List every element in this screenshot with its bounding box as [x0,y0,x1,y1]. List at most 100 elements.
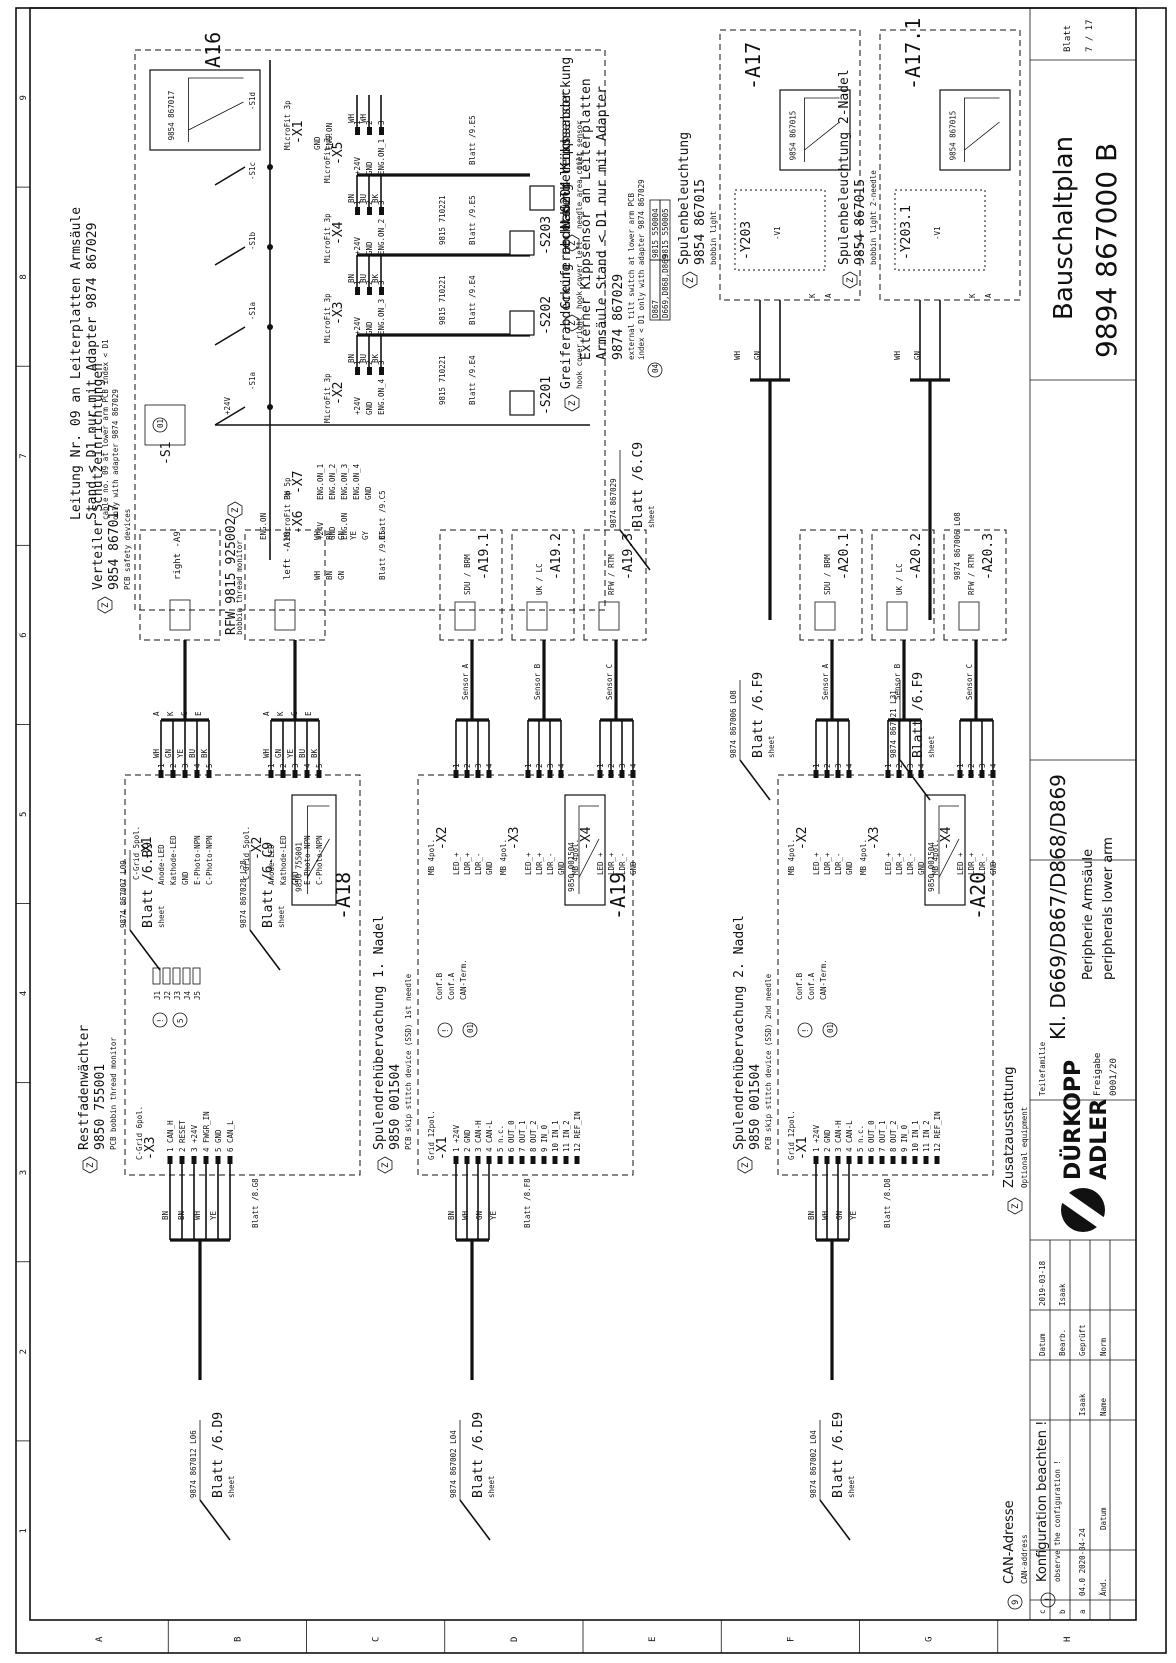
a19-ssd-needle-1-sensor-pin: LDR_+ [535,852,544,875]
pin [367,207,372,215]
a16-wire-color: BK [371,273,380,283]
a19-ssd-needle-1-x1-pin: 11 IN_2 [562,1120,571,1152]
pin [464,770,470,778]
a18-x3-pin: 6 CAN_L [226,1120,235,1152]
col-label: 5 [19,812,29,817]
circle [647,362,663,378]
a20-ssd-needle-2-sensor-pin: GND [845,861,854,875]
z-glyph: Z [686,277,696,283]
a19-ssd-needle-1-sensor-label: SDU / BRM [463,554,472,595]
legend-config-label: Konfiguration beachten ! [1035,1421,1050,1582]
pin [813,1156,819,1164]
a20-ssd-needle-2-conf: CAN-Term. [819,959,828,1000]
cable-sheet: Blatt /6.C9 [631,442,646,528]
hexagon [564,394,580,412]
rev-a-name: Isaak [1078,1393,1087,1416]
cable-number: 9874 867012 L06 [189,1430,198,1498]
bobbin-led-frame [894,189,986,271]
pin [167,1156,173,1164]
cable-sheet-sub: sheet [487,1475,496,1498]
a16-title: Verteiler Schutzeinrichtungen [91,363,106,590]
a16-x-wire-color: GN [337,531,346,540]
a19-ssd-needle-1-sensor-name: Sensor A [461,663,470,700]
a16-wire-color: WH [347,113,356,123]
a19-ssd-needle-1-sensor-pin: LDR_- [474,852,483,875]
a16-sensor-ref: -S201 [539,376,554,415]
a19-ssd-needle-1-sensor-pin: LED_+ [596,852,605,875]
a18-x3-pin: 5 GND [214,1129,223,1152]
pin [355,367,360,375]
pin [541,1156,547,1164]
a18-jumper: J3 [173,991,182,1000]
note-glyph: 01 [156,419,165,428]
a18-conn-wire-color: BU [298,749,307,758]
bobbin-led: -Y203.1 [899,205,914,260]
cable-sheet: Blatt /6.F9 [911,672,926,758]
brand-adler: ADLER [1087,1099,1112,1180]
pin [280,770,286,778]
rfw-label: RFW 9815 925002 [224,518,239,635]
pin [497,1156,503,1164]
pin [486,770,492,778]
leitung-line3: cable no. 09 at lower arm PCB index < D1 [101,339,110,520]
a20-ssd-needle-2-x1-type: Grid 12pol. [787,1110,796,1160]
a19-ssd-needle-1-conf: Conf.A [447,972,456,1000]
a19-ssd-needle-1-sensor-type: MB 4pol. [499,839,508,875]
a18-jumper-box [162,967,171,985]
pin [182,770,188,778]
a20-ssd-needle-2-sensor-icon [886,601,908,631]
col-label: 2 [19,1349,29,1354]
rfw-letter: E [194,711,203,716]
a16-conn-type: MicroFit 3p [323,133,332,183]
a16-x-sheet: Blatt /9.C5 [378,490,387,540]
a16-title-en: PCB safety devices [123,509,132,590]
pcb-icon-edge [804,121,840,151]
a18-conn-type: C-Grid 5pol. [242,826,251,880]
a18-conn-wire-color: GN [274,749,283,758]
a18-conn-pin-label: C-Photo-NPN [205,835,214,885]
a19-ssd-needle-1-x1-pin: 9 IN_0 [540,1124,549,1152]
cable-sheet: Blatt /6.D9 [211,1412,226,1498]
a16-x-wire-color: GY [361,530,370,540]
legend-z: Z Zusatzausstattung Optional equipment [1002,1066,1029,1215]
legend-can: 9 CAN-Adresse CAN-address [1002,1500,1029,1610]
bobbin-ref: -A17.1 [901,18,925,90]
pin [530,1156,536,1164]
hexagon [82,1156,98,1174]
pin [304,770,310,778]
a19-ssd-needle-1-ref: -A19 [606,872,630,920]
a18-jumper-box [192,967,201,985]
rev-b: b [1058,1609,1067,1614]
a18-wire-color: YE [209,1210,218,1220]
a19-ssd-needle-1-sensor-id: -X2 [435,827,450,850]
a16-sensor-name: Greiferabdeckung links [559,137,574,309]
pin [879,1156,885,1164]
bobbin-frame [719,29,861,301]
pin [464,1156,470,1164]
a16-conn-pin: ENG.ON_4 [377,378,386,415]
a16-sensor-en: needle area cover [575,152,584,229]
a16-frame [134,49,606,611]
pin [918,770,924,778]
brand-duerkopp: DÜRKOPP [1060,1060,1086,1180]
a16-sensor-icon [509,310,535,336]
pcb-icon-edge [188,101,244,131]
rotated-drawing: c b a 04.0 2020-04-24 Isaak Änd. Datum N… [69,7,1137,1621]
pin [824,1156,830,1164]
kipp-part: 9874 867029 [611,274,626,360]
optional-equipment-symbol: Z [564,314,580,332]
optional-equipment-symbol: Z [737,1156,753,1174]
pin [355,287,360,295]
a16-s1-label: -S1d [248,92,257,110]
pcb-icon-outline [578,805,599,894]
note-glyph: 04 [651,363,660,373]
pcb-icon-label: 9850 001504 [567,842,576,892]
hexagon [97,596,113,614]
pin [552,1156,558,1164]
a20-ssd-needle-2-x1-pin: 5 n.c. [856,1125,865,1152]
a20-ssd-needle-2-conf: Conf.A [807,972,816,1000]
a18-x3-id: -X3 [143,1137,158,1160]
